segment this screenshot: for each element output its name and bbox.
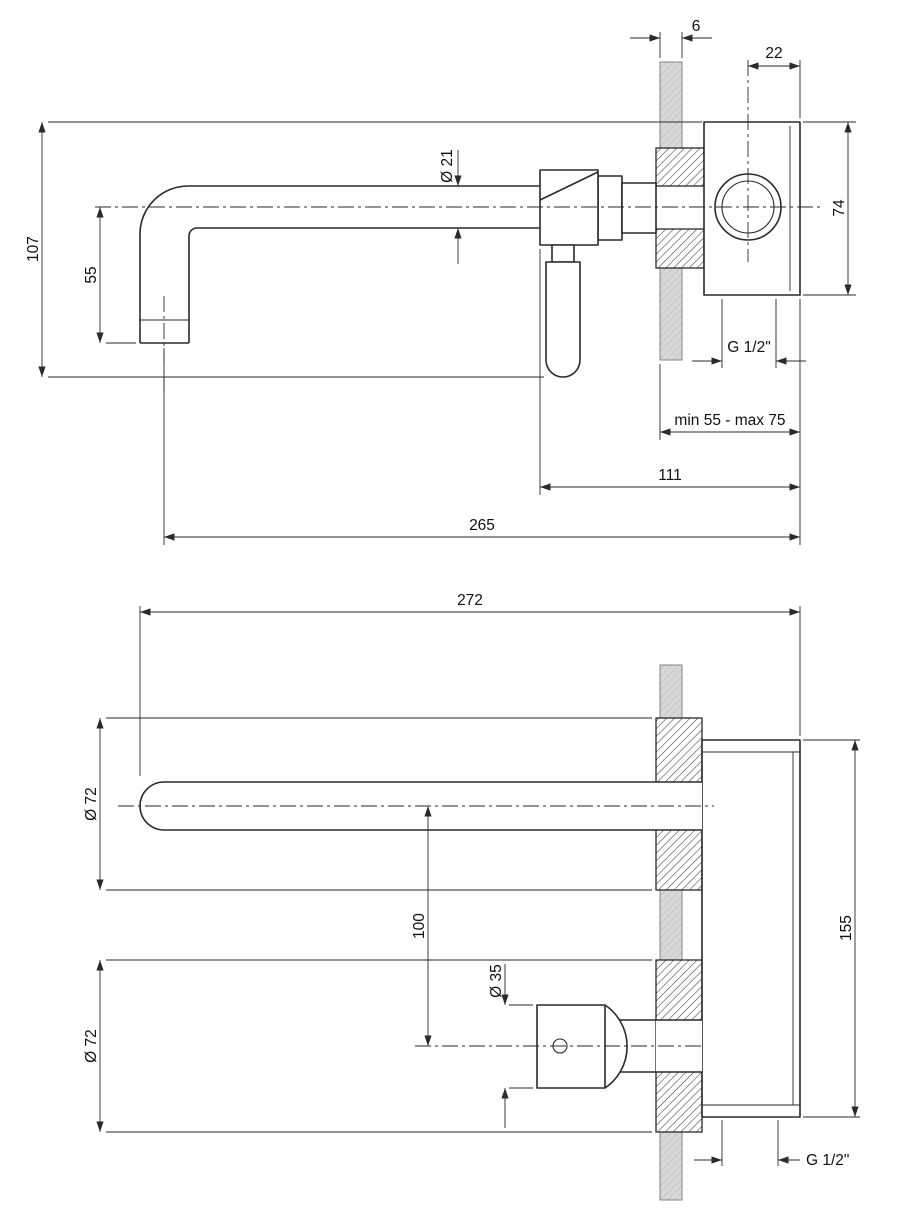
wall-section — [659, 1131, 683, 1201]
wall-section — [659, 61, 683, 149]
spout-outer-outline — [139, 185, 540, 343]
top-view: 107 55 Ø 21 6 22 74 min 55 - max 75 111 … — [25, 18, 856, 545]
valve-body — [703, 121, 801, 296]
dim-label-spout-diameter: Ø 21 — [439, 149, 456, 183]
dim-label-spout-escutcheon: Ø 72 — [83, 787, 100, 821]
lever-neck — [551, 244, 575, 263]
dim-label-body-height: 74 — [831, 199, 848, 217]
wall-section — [659, 889, 683, 961]
dim-label-thread: G 1/2" — [727, 339, 770, 356]
dim-label-center-to-cover: 22 — [765, 45, 782, 62]
wall-section — [659, 664, 683, 719]
lever-handle — [545, 261, 581, 378]
dim-label-total-height: 107 — [25, 236, 42, 262]
dim-label-installation-depth: min 55 - max 75 — [674, 412, 785, 429]
spout-inner-outline — [188, 227, 540, 343]
adapter-flange — [597, 175, 623, 241]
dim-label-body-length: 111 — [658, 467, 682, 484]
mixer-body — [539, 169, 599, 246]
valve-body-plan — [701, 739, 801, 1118]
handle-plan-outline — [536, 1004, 628, 1089]
adapter-sleeve — [621, 182, 657, 234]
dim-label-axis-distance: 100 — [411, 913, 428, 939]
dim-label-handle-base: Ø 35 — [488, 964, 505, 998]
dim-label-handle-escutcheon: Ø 72 — [83, 1029, 100, 1063]
mixer-body-edge — [539, 171, 599, 201]
dim-label-spout-reach: 265 — [469, 517, 495, 534]
dim-label-body-height: 155 — [838, 915, 855, 941]
dim-label-spout-drop: 55 — [83, 266, 100, 283]
thread-hatch-area — [655, 228, 705, 269]
thread-hatch-area — [655, 147, 705, 187]
dim-label-thread: G 1/2" — [806, 1152, 849, 1169]
dim-label-overall-length: 272 — [457, 592, 483, 609]
dim-label-wall-thickness: 6 — [692, 18, 701, 35]
plan-view: 272 Ø 72 Ø 72 100 Ø 35 155 G 1/2" — [83, 592, 860, 1201]
wall-section — [659, 267, 683, 361]
